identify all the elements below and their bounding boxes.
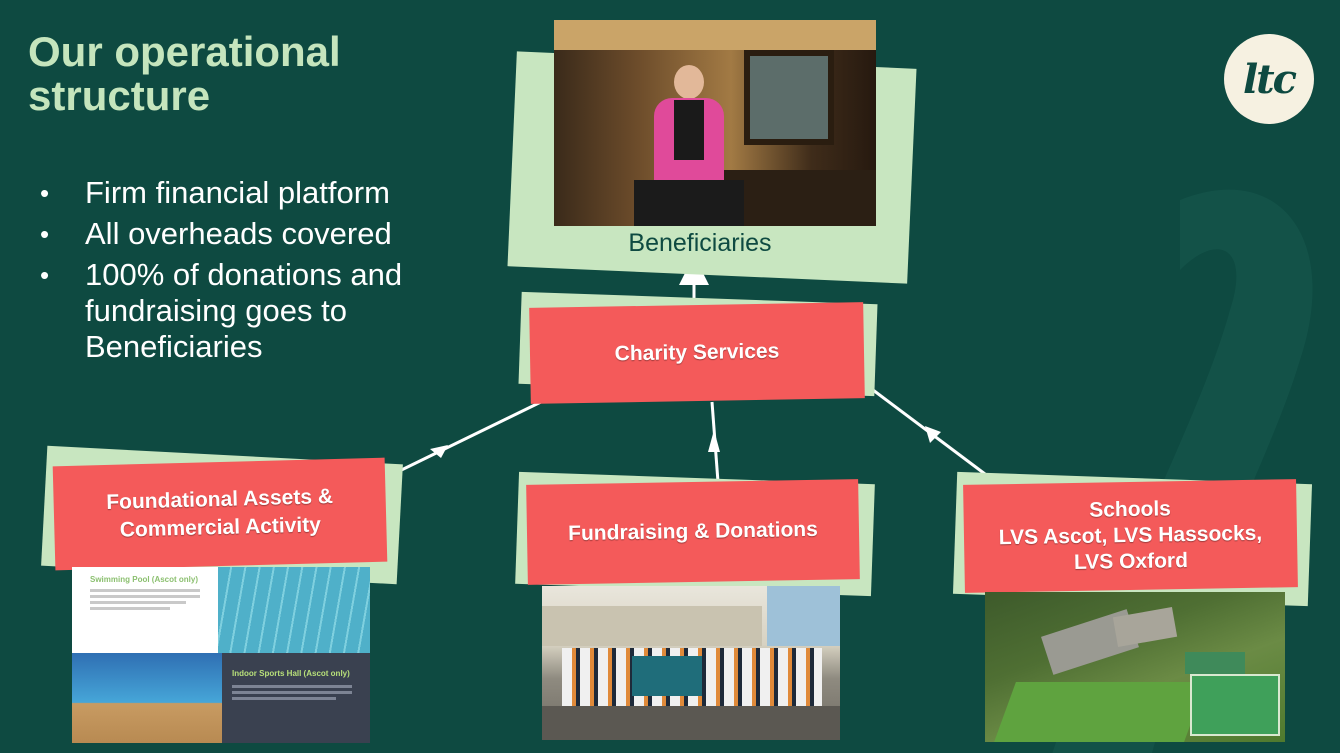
arrow-head-foundational — [430, 445, 448, 458]
charity-services-box: Charity Services — [529, 302, 865, 404]
arrow-head-fundraising — [708, 430, 720, 452]
page-title: Our operational structure — [28, 28, 341, 119]
fundraising-box: Fundraising & Donations — [526, 479, 860, 585]
foundational-box: Foundational Assets & Commercial Activit… — [52, 457, 388, 571]
schools-aerial-photo — [985, 592, 1285, 742]
bullet-item: 100% of donations and fundraising goes t… — [40, 257, 470, 365]
bullet-list: Firm financial platform All overheads co… — [40, 175, 470, 370]
ltc-logo: ltc — [1224, 34, 1314, 124]
line-schools — [872, 388, 986, 476]
foundational-label-line2: Commercial Activity — [119, 513, 322, 542]
beneficiaries-caption: Beneficiaries — [628, 229, 772, 257]
schools-box: Schools LVS Ascot, LVS Hassocks, LVS Oxf… — [963, 479, 1298, 593]
line-foundational — [384, 398, 546, 480]
pool-title: Swimming Pool (Ascot only) — [90, 575, 199, 584]
fundraising-photo — [542, 586, 840, 740]
arrow-head-schools — [925, 426, 941, 443]
beneficiaries-photo — [554, 20, 876, 226]
schools-label-line3: LVS Oxford — [1073, 549, 1189, 574]
facilities-collage: Swimming Pool (Ascot only) Indoor Sports… — [72, 567, 370, 743]
bullet-item: Firm financial platform — [40, 175, 470, 211]
fundraising-label: Fundraising & Donations — [567, 517, 819, 546]
charity-services-label: Charity Services — [614, 339, 780, 366]
schools-label-line1: Schools — [1088, 497, 1172, 522]
schools-label-line2: LVS Ascot, LVS Hassocks, — [998, 521, 1263, 550]
hall-title: Indoor Sports Hall (Ascot only) — [232, 669, 350, 678]
bullet-item: All overheads covered — [40, 216, 470, 252]
line-fundraising — [710, 401, 720, 483]
